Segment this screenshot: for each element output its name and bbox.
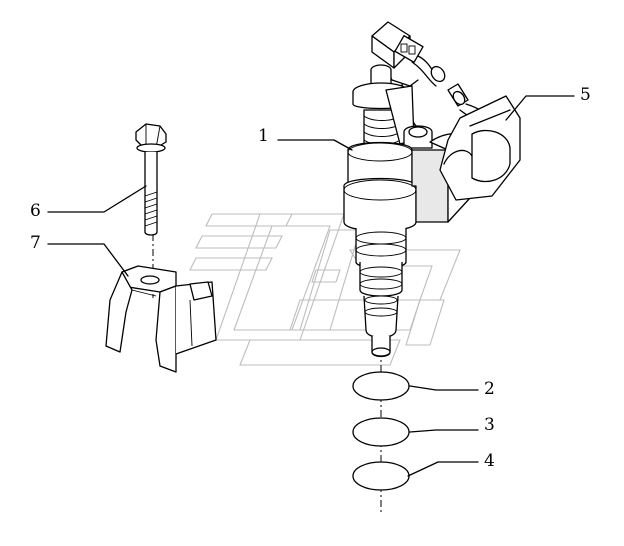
leader-2 xyxy=(409,385,479,391)
callout-1: 1 xyxy=(258,126,269,146)
leader-6 xyxy=(47,185,147,213)
bolt xyxy=(135,123,167,236)
leader-3 xyxy=(409,429,479,433)
callout-5: 5 xyxy=(580,85,591,105)
o-ring-3 xyxy=(352,417,410,447)
callout-2: 2 xyxy=(484,379,495,399)
leader-lines xyxy=(47,95,575,477)
callout-6: 6 xyxy=(30,201,41,221)
o-ring-4 xyxy=(352,461,410,491)
callout-7: 7 xyxy=(30,233,41,253)
clamp-bracket xyxy=(105,265,217,373)
leader-4 xyxy=(407,461,479,477)
callout-4: 4 xyxy=(484,451,495,471)
injector-assembly xyxy=(343,64,521,358)
callout-3: 3 xyxy=(484,415,495,435)
leader-7 xyxy=(47,243,129,277)
watermark-logo xyxy=(189,213,461,366)
o-ring-2 xyxy=(352,371,410,401)
leader-5 xyxy=(505,95,575,121)
leader-1 xyxy=(277,139,353,151)
